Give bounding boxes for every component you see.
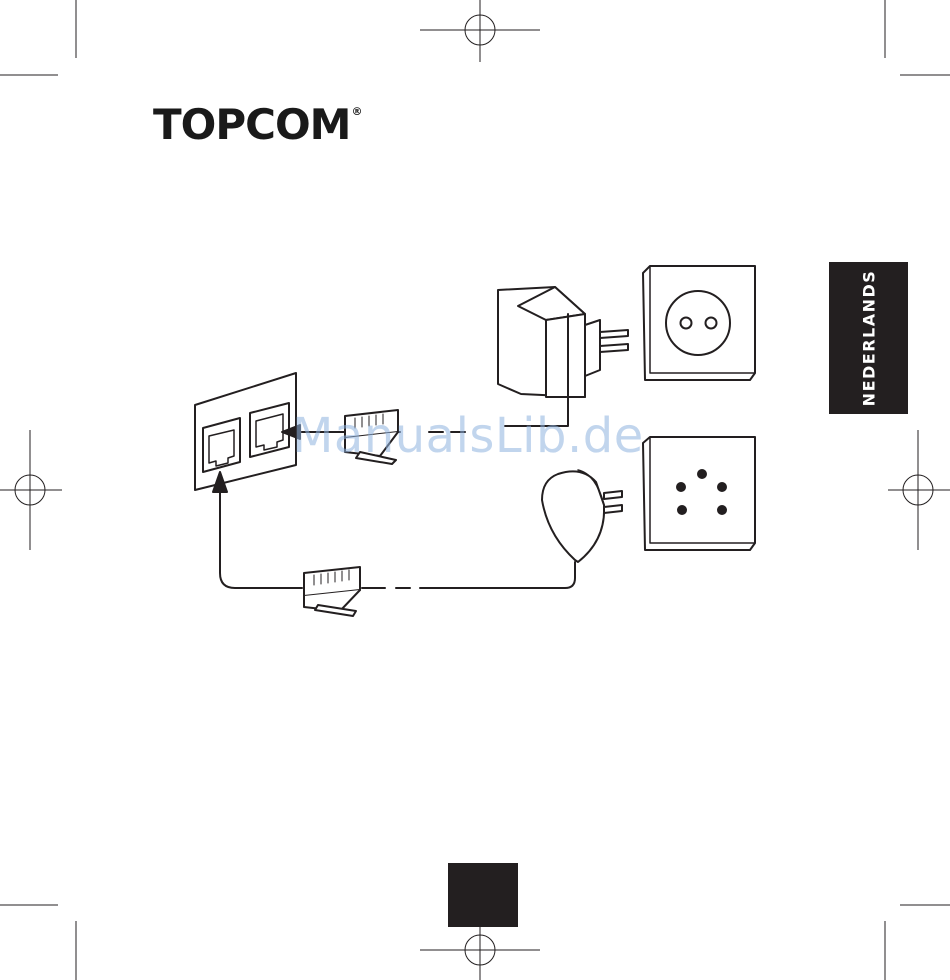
page-number-box [448, 863, 518, 927]
telephone-plug-icon [542, 470, 622, 562]
watermark: ManualsLib.de [292, 408, 644, 464]
power-jack-icon [250, 403, 289, 457]
power-outlet-icon [643, 266, 755, 380]
ac-adapter-icon [498, 287, 628, 397]
base-unit-panel [195, 373, 296, 490]
telephone-cable [213, 472, 575, 588]
phone-jack-icon [203, 418, 240, 472]
telephone-outlet-icon [643, 437, 755, 550]
telephone-connector-icon [304, 567, 360, 616]
